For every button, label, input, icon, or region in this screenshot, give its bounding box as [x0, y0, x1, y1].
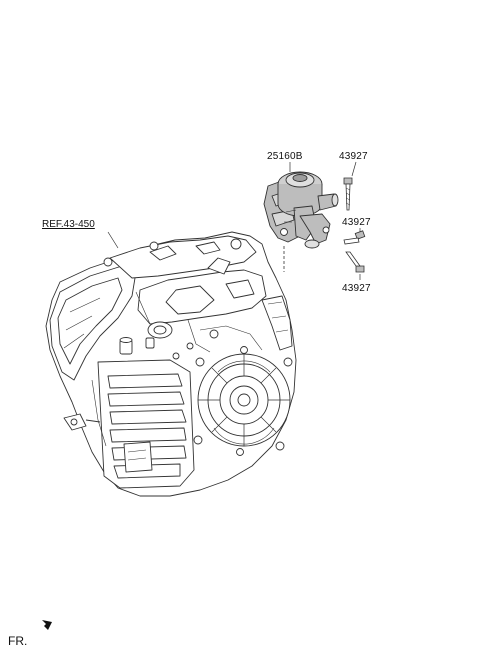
- part-label-43927-top: 43927: [339, 151, 368, 162]
- bolt-43927-top: [343, 177, 353, 211]
- part-label-43927-mid: 43927: [342, 217, 371, 228]
- front-orientation-label: FR.: [8, 634, 28, 648]
- transmission-assembly: [45, 231, 297, 497]
- front-direction-arrow-icon: [34, 620, 52, 636]
- part-label-43927-bottom: 43927: [342, 283, 371, 294]
- reference-label[interactable]: REF.43-450: [42, 219, 95, 230]
- part-label-25160b: 25160B: [267, 151, 303, 162]
- callout-leaders: [107, 161, 361, 280]
- bolt-43927-mid: [343, 230, 366, 245]
- pump-25160b: [263, 171, 339, 249]
- bolt-43927-bottom: [345, 251, 365, 273]
